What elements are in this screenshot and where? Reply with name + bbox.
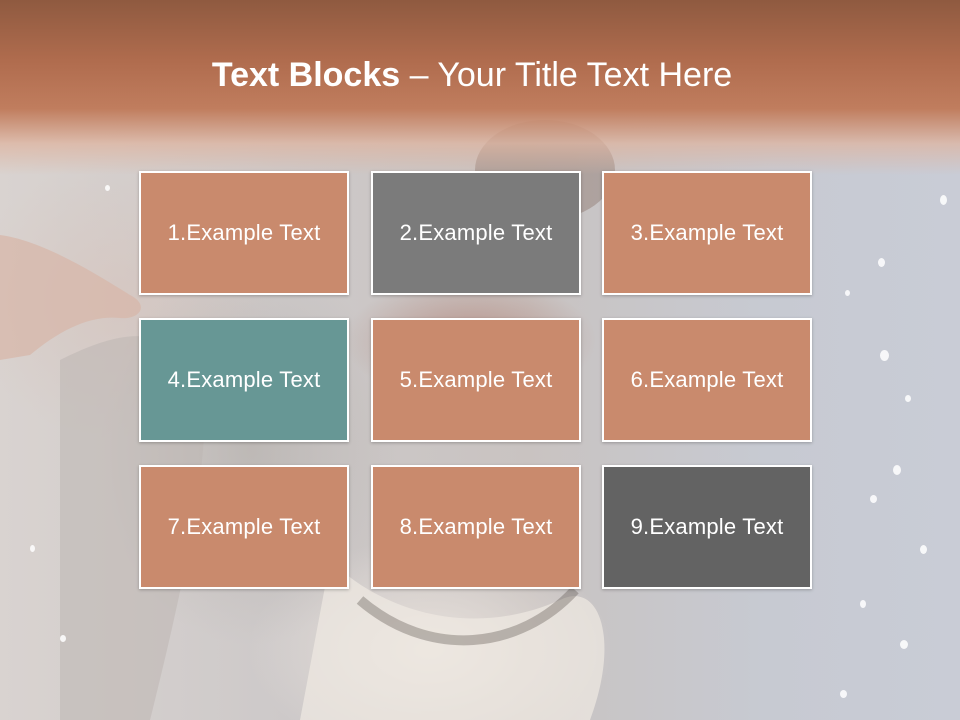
text-block-6[interactable]: 6.Example Text — [602, 318, 812, 442]
snowflake — [30, 545, 35, 552]
text-block-label: 6.Example Text — [630, 367, 784, 392]
text-block-label: 4.Example Text — [167, 367, 321, 392]
text-block-2[interactable]: 2.Example Text — [371, 171, 581, 295]
snowflake — [870, 495, 877, 503]
title-separator: – — [400, 56, 438, 94]
snowflake — [840, 690, 847, 698]
snowflake — [105, 185, 110, 191]
text-block-1[interactable]: 1.Example Text — [139, 171, 349, 295]
title-subtitle-text: Your Title Text Here — [437, 56, 733, 94]
text-block-8[interactable]: 8.Example Text — [371, 465, 581, 589]
text-block-9[interactable]: 9.Example Text — [602, 465, 812, 589]
text-block-label: 5.Example Text — [399, 367, 553, 392]
snowflake — [920, 545, 927, 554]
text-block-5[interactable]: 5.Example Text — [371, 318, 581, 442]
text-block-3[interactable]: 3.Example Text — [602, 171, 812, 295]
text-block-label: 7.Example Text — [167, 514, 321, 539]
text-block-label: 3.Example Text — [630, 220, 784, 245]
snowflake — [893, 465, 901, 475]
snowflake — [60, 635, 66, 642]
snowflake — [880, 350, 889, 361]
snowflake — [878, 258, 885, 267]
header-band — [0, 0, 960, 175]
snowflake — [905, 395, 911, 402]
slide-title: Text Blocks – Your Title Text Here — [0, 52, 944, 98]
text-block-label: 9.Example Text — [630, 514, 784, 539]
text-block-7[interactable]: 7.Example Text — [139, 465, 349, 589]
snowflake — [940, 195, 947, 205]
title-bold-text: Text Blocks — [211, 56, 401, 94]
snowflake — [860, 600, 866, 608]
text-block-4[interactable]: 4.Example Text — [139, 318, 349, 442]
snowflake — [845, 290, 850, 296]
text-block-label: 8.Example Text — [399, 514, 553, 539]
snowflake — [900, 640, 908, 649]
text-block-label: 1.Example Text — [167, 220, 321, 245]
text-block-label: 2.Example Text — [399, 220, 553, 245]
